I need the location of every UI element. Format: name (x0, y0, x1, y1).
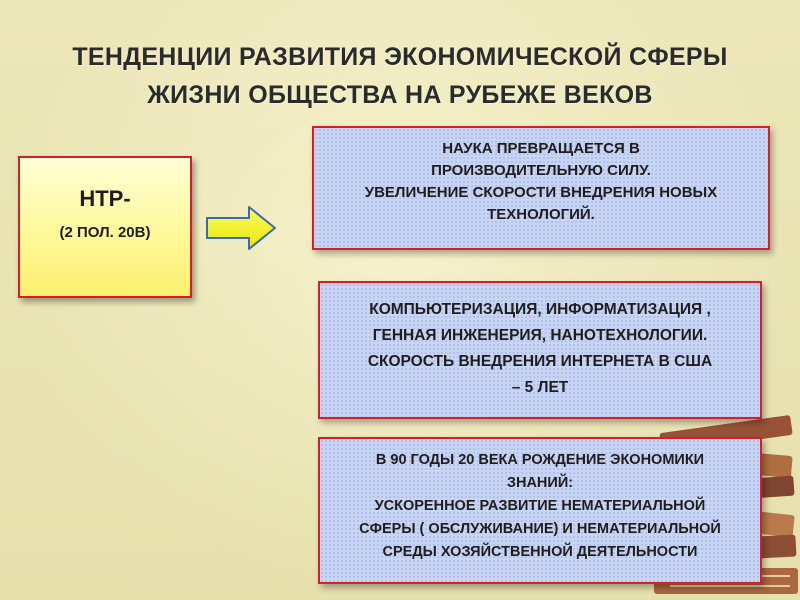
right-arrow-icon (206, 206, 276, 250)
science-line-3: УВЕЛИЧЕНИЕ СКОРОСТИ ВНЕДРЕНИЯ НОВЫХ (364, 184, 718, 201)
knowledge-economy-box: В 90 ГОДЫ 20 ВЕКА РОЖДЕНИЕ ЭКОНОМИКИ ЗНА… (318, 437, 762, 584)
title-line-2: ЖИЗНИ ОБЩЕСТВА НА РУБЕЖЕ ВЕКОВ (147, 81, 653, 109)
knowledge-line-1: В 90 ГОДЫ 20 ВЕКА РОЖДЕНИЕ ЭКОНОМИКИ (375, 452, 705, 468)
knowledge-line-4: СФЕРЫ ( ОБСЛУЖИВАНИЕ) И НЕМАТЕРИАЛЬНОЙ (359, 521, 721, 537)
htr-label: НТР- (79, 186, 131, 211)
computerization-line-1: КОМПЬЮТЕРИЗАЦИЯ, ИНФОРМАТИЗАЦИЯ , (369, 301, 711, 318)
slide-title: ТЕНДЕНЦИИ РАЗВИТИЯ ЭКОНОМИЧЕСКОЙ СФЕРЫ Ж… (40, 38, 760, 114)
htr-box: НТР- (2 ПОЛ. 20В) (18, 156, 192, 298)
science-box: НАУКА ПРЕВРАЩАЕТСЯ В ПРОИЗВОДИТЕЛЬНУЮ СИ… (312, 126, 770, 250)
knowledge-line-3: УСКОРЕННОЕ РАЗВИТИЕ НЕМАТЕРИАЛЬНОЙ (374, 498, 706, 514)
htr-period: (2 ПОЛ. 20В) (59, 224, 151, 241)
knowledge-line-5: СРЕДЫ ХОЗЯЙСТВЕННОЙ ДЕЯТЕЛЬНОСТИ (382, 544, 698, 560)
science-line-1: НАУКА ПРЕВРАЩАЕТСЯ В (442, 140, 640, 157)
knowledge-line-2: ЗНАНИЙ: (506, 475, 574, 491)
computerization-box: КОМПЬЮТЕРИЗАЦИЯ, ИНФОРМАТИЗАЦИЯ , ГЕННАЯ… (318, 281, 762, 419)
science-line-2: ПРОИЗВОДИТЕЛЬНУЮ СИЛУ. (431, 162, 651, 179)
title-line-1: ТЕНДЕНЦИИ РАЗВИТИЯ ЭКОНОМИЧЕСКОЙ СФЕРЫ (72, 43, 728, 71)
science-line-4: ТЕХНОЛОГИЙ. (487, 206, 595, 223)
computerization-line-3: СКОРОСТЬ ВНЕДРЕНИЯ ИНТЕРНЕТА В США (367, 353, 713, 370)
computerization-line-4: – 5 ЛЕТ (511, 379, 569, 396)
computerization-line-2: ГЕННАЯ ИНЖЕНЕРИЯ, НАНОТЕХНОЛОГИИ. (372, 327, 708, 344)
